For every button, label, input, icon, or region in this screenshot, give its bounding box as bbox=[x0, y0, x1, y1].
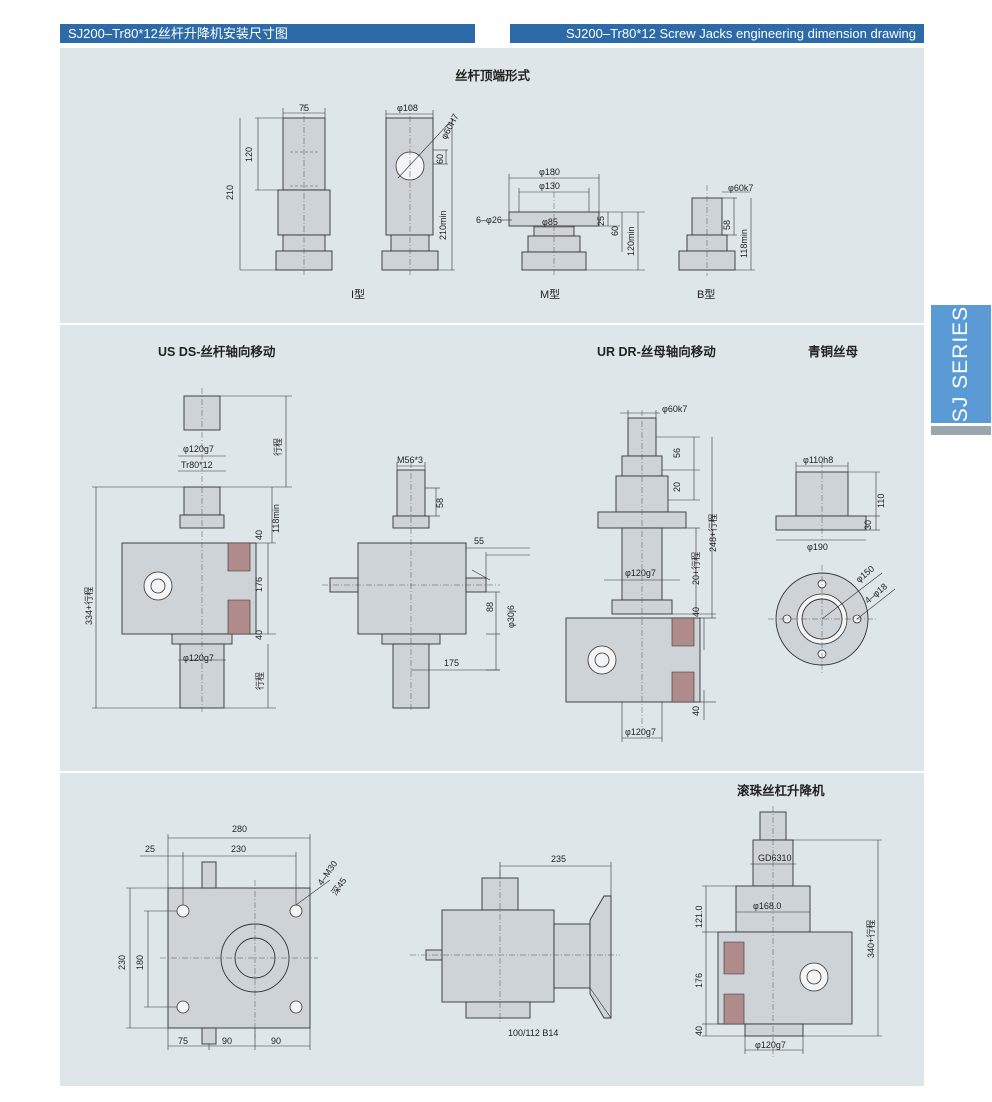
dim-stroke-a: 行程 bbox=[272, 438, 283, 456]
dim-248-stroke: 248+行程 bbox=[707, 514, 718, 552]
dim-280: 280 bbox=[232, 824, 247, 834]
side-tab-sj-series[interactable]: SJ SERIES bbox=[931, 305, 991, 423]
dim-90b: 90 bbox=[271, 1036, 281, 1046]
us-ds-front-view bbox=[92, 388, 292, 712]
dim-60: 60 bbox=[435, 154, 445, 164]
dim-phi168: φ168.0 bbox=[753, 901, 781, 911]
label-type-i: I型 bbox=[351, 287, 365, 301]
us-ds-side-view bbox=[322, 462, 530, 712]
dim-20: 20 bbox=[672, 482, 682, 492]
dim-deep45: 深45 bbox=[329, 876, 348, 897]
dim-phi130: φ130 bbox=[539, 181, 560, 191]
type-m-view bbox=[500, 170, 645, 276]
ball-screw-jack-view bbox=[702, 806, 882, 1058]
dim-phi190: φ190 bbox=[807, 542, 828, 552]
dim-phi110h8: φ110h8 bbox=[803, 455, 833, 465]
dim-40d: 40 bbox=[691, 706, 701, 716]
dim-phi60h7: φ60H7 bbox=[439, 112, 461, 141]
title-ur-dr: UR DR-丝母轴向移动 bbox=[597, 344, 716, 359]
type-b-view bbox=[678, 185, 755, 276]
motor-flange-view bbox=[410, 862, 620, 1024]
dim-gd6310: GD6310 bbox=[758, 853, 792, 863]
dim-60b: 60 bbox=[610, 226, 620, 236]
dim-340-stroke: 340+行程 bbox=[865, 920, 876, 958]
type-i-front-view bbox=[381, 105, 455, 275]
label-type-m: M型 bbox=[540, 287, 560, 301]
dim-230-v: 230 bbox=[117, 955, 127, 970]
dim-phi120g7-top: φ120g7 bbox=[183, 444, 214, 454]
dim-phi120g7-bot2: φ120g7 bbox=[755, 1040, 786, 1050]
dim-58-mid: 58 bbox=[435, 498, 445, 508]
label-type-b: B型 bbox=[697, 287, 715, 301]
dim-90a: 90 bbox=[222, 1036, 232, 1046]
dim-25: 25 bbox=[596, 216, 606, 226]
dim-75-bot: 75 bbox=[178, 1036, 188, 1046]
dim-110: 110 bbox=[876, 494, 886, 508]
dim-phi120g7-bot: φ120g7 bbox=[183, 653, 214, 663]
title-bronze-nut: 青铜丝母 bbox=[808, 344, 859, 359]
dim-176-bot: 176 bbox=[694, 973, 704, 988]
dim-phi85: φ85 bbox=[542, 217, 558, 227]
dim-180: 180 bbox=[135, 955, 145, 970]
header-title-cn: SJ200–Tr80*12丝杆升降机安装尺寸图 bbox=[60, 24, 475, 43]
dim-120min: 120min bbox=[626, 226, 636, 256]
dim-176a: 176 bbox=[254, 577, 264, 592]
ur-dr-view bbox=[565, 410, 716, 742]
dim-121: 121.0 bbox=[694, 905, 704, 928]
dim-40b: 40 bbox=[254, 630, 264, 640]
dim-334-stroke: 334+行程 bbox=[83, 587, 94, 625]
dim-88: 88 bbox=[485, 602, 495, 612]
dim-40a: 40 bbox=[254, 530, 264, 540]
bronze-nut-views bbox=[768, 462, 896, 673]
dim-25-bot: 25 bbox=[145, 844, 155, 854]
type-i-side-view bbox=[239, 105, 333, 275]
dim-118min-mid: 118min bbox=[271, 504, 281, 533]
title-ball-screw-jack: 滚珠丝杠升降机 bbox=[737, 783, 825, 798]
dim-55: 55 bbox=[474, 536, 484, 546]
dim-175: 175 bbox=[444, 658, 459, 668]
top-section-title: 丝杆顶端形式 bbox=[455, 68, 531, 83]
dim-phi108: φ108 bbox=[397, 103, 418, 113]
dim-210: 210 bbox=[225, 185, 235, 200]
dim-120: 120 bbox=[244, 147, 254, 162]
dim-75: 75 bbox=[299, 103, 309, 113]
dim-phi60k7-mid: φ60k7 bbox=[662, 404, 687, 414]
title-us-ds: US DS-丝杆轴向移动 bbox=[158, 344, 276, 359]
dim-phi120g7-d: φ120g7 bbox=[625, 727, 656, 737]
dim-30: 30 bbox=[863, 520, 873, 530]
side-tab-divider bbox=[931, 426, 991, 435]
dim-m56x3: M56*3 bbox=[397, 455, 423, 465]
dim-phi180: φ180 bbox=[539, 167, 560, 177]
dim-phi150: φ150 bbox=[854, 563, 876, 584]
dim-40-bot: 40 bbox=[694, 1026, 704, 1036]
dim-flange-b14: 100/112 B14 bbox=[508, 1028, 558, 1038]
dim-58-b: 58 bbox=[722, 220, 732, 230]
dim-56: 56 bbox=[672, 448, 682, 458]
dim-phi60k7-b: φ60k7 bbox=[728, 183, 753, 193]
dim-phi120g7-c: φ120g7 bbox=[625, 568, 656, 578]
dim-118min-b: 118min bbox=[739, 229, 749, 258]
dim-235: 235 bbox=[551, 854, 566, 864]
dim-stroke-b: 行程 bbox=[254, 672, 265, 690]
dim-6phi26: 6–φ26 bbox=[476, 215, 502, 225]
base-plan-view bbox=[126, 834, 331, 1050]
panel-top-forms bbox=[60, 48, 924, 323]
dim-230-h: 230 bbox=[231, 844, 246, 854]
dim-20-stroke: 20+行程 bbox=[690, 552, 701, 585]
dim-tr80x12: Tr80*12 bbox=[181, 460, 213, 470]
dim-40c: 40 bbox=[691, 607, 701, 617]
header-title-en: SJ200–Tr80*12 Screw Jacks engineering di… bbox=[510, 24, 924, 43]
dim-210min: 210min bbox=[438, 210, 448, 240]
dim-phi30j6: φ30j6 bbox=[506, 605, 516, 628]
